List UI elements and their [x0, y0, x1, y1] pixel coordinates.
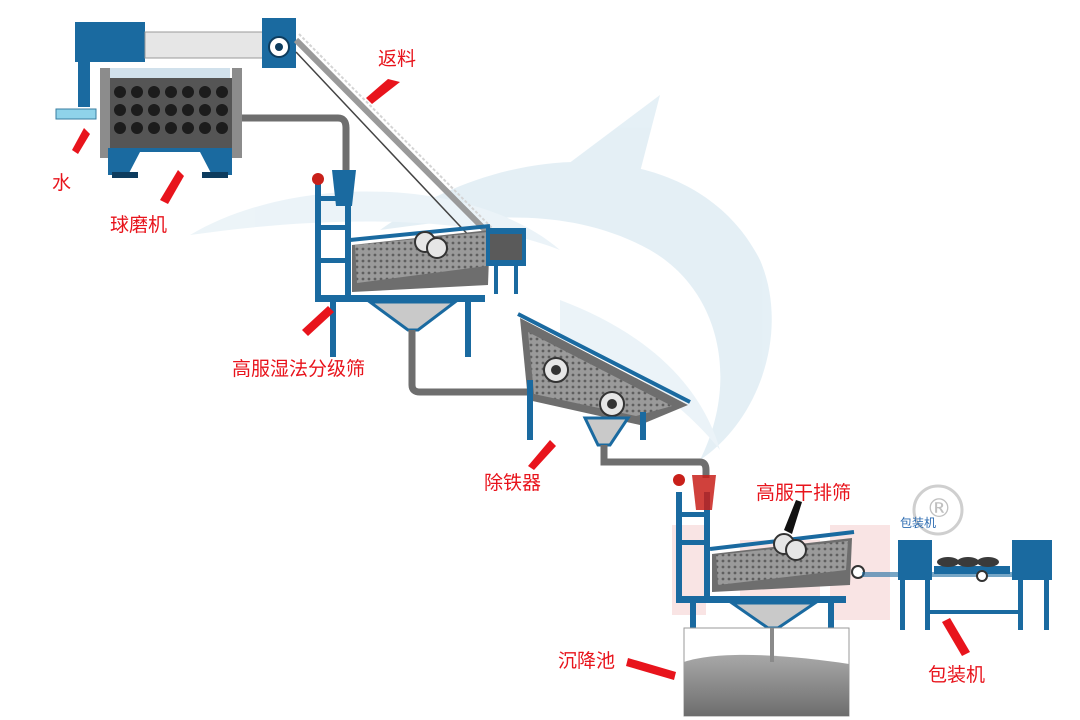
arrow-water: [72, 128, 90, 154]
label-ball-mill: 球磨机: [110, 214, 168, 236]
settling-tank: [683, 627, 850, 717]
return-conveyor: [293, 33, 509, 259]
arrow-return-material: [366, 79, 400, 104]
arrow-iron-remover: [528, 440, 556, 470]
ball-mill: [55, 18, 296, 178]
arrow-packing-machine: [942, 618, 970, 656]
label-water: 水: [52, 172, 72, 194]
arrow-dry-screen: [784, 500, 802, 534]
dry-discharge-screen: [673, 474, 865, 653]
registered-mark-ring: [912, 484, 964, 536]
arrow-settling-tank: [626, 658, 676, 680]
arrow-ball-mill: [160, 170, 184, 204]
pipe-screen-to-iron-remover: [408, 330, 530, 396]
label-iron-remover: 除铁器: [484, 472, 542, 494]
label-wet-classifying-screen: 高服湿法分级筛: [232, 358, 366, 380]
pointer-arrows: [72, 79, 970, 680]
pipe-mill-to-screen: [242, 114, 350, 175]
label-settling-tank: 沉降池: [558, 650, 616, 672]
iron-remover: [517, 312, 691, 447]
label-packing-machine: 包装机: [928, 664, 986, 686]
label-packing-machine-small: 包装机: [900, 516, 937, 530]
label-dry-discharge-screen: 高服干排筛: [756, 482, 852, 504]
arrow-wet-screen: [302, 306, 334, 336]
registered-mark: ®: [926, 494, 952, 524]
label-return-material: 返料: [378, 48, 417, 70]
packing-machine: [862, 540, 1052, 630]
wet-classifying-screen: [312, 170, 526, 357]
pipe-iron-remover-to-dry-screen: [600, 445, 710, 478]
